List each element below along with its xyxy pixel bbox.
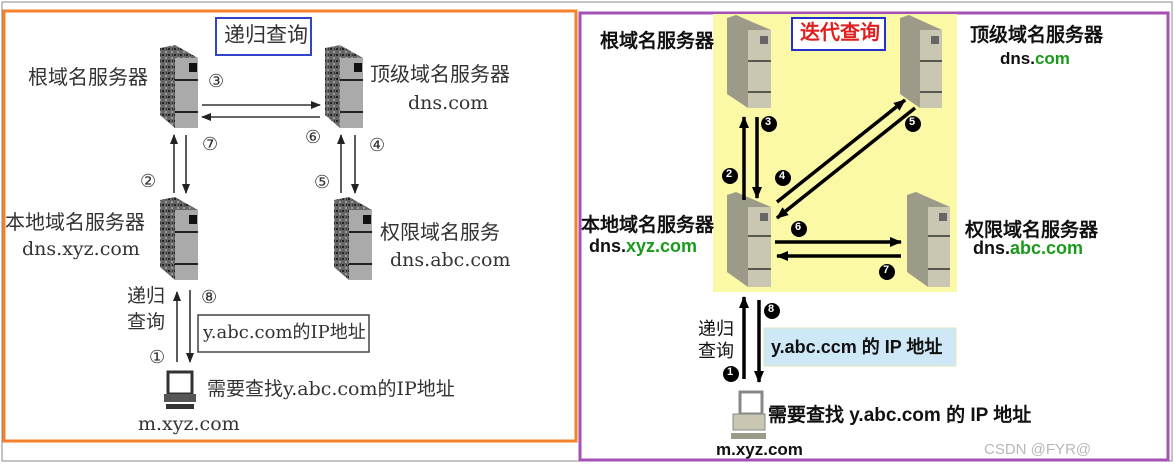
local-server-domain: dns.xyz.com <box>22 238 140 260</box>
step-badges <box>722 116 921 382</box>
iterative-title-box <box>791 17 886 51</box>
client-need-text: 需要查找y.abc.com的IP地址 <box>207 378 455 400</box>
answer-text: y.abc.com的IP地址 <box>203 322 366 343</box>
recursive-panel-border <box>2 9 578 443</box>
step-6-badge: 6 <box>795 221 802 233</box>
auth-server-domain-iterative: dns.abc.com <box>973 239 1083 257</box>
local-server-domain-iterative: dns.xyz.com <box>589 237 697 255</box>
query-type-label-line2: 查询 <box>127 311 166 333</box>
query-type-label-line1-iterative: 递归 <box>698 319 734 339</box>
auth-server-label-iterative: 权限域名服务器 <box>965 220 1099 241</box>
step-8-label: ⑧ <box>201 287 218 308</box>
domain-prefix: dns. <box>1000 49 1035 68</box>
query-type-label-line1: 递归 <box>127 285 166 307</box>
domain-prefix: dns. <box>589 236 627 256</box>
tld-server-icon <box>325 45 363 128</box>
recursive-title-box <box>215 17 312 56</box>
tld-server-label-iterative: 顶级域名服务器 <box>970 25 1104 46</box>
root-server-label: 根域名服务器 <box>28 65 148 89</box>
step-4-badge: 4 <box>779 170 786 182</box>
answer-box <box>197 314 370 353</box>
step-1-badge: 1 <box>727 366 734 378</box>
root-server-label-iterative: 根域名服务器 <box>600 31 715 52</box>
tld-server-label: 顶级域名服务器 <box>370 62 510 86</box>
local-server-icon-iterative <box>727 192 771 287</box>
arrow-step-4-iterative <box>775 98 907 204</box>
step-2-label: ② <box>140 171 157 192</box>
iterative-title: 迭代查询 <box>800 22 880 44</box>
local-server-label: 本地域名服务器 <box>5 210 145 234</box>
step-5-label: ⑤ <box>314 172 331 193</box>
step-3-label: ③ <box>208 71 225 92</box>
answer-box-iterative <box>763 327 957 367</box>
iterative-panel-border <box>578 11 1170 462</box>
step-3-badge: 3 <box>765 116 772 128</box>
client-computer-icon <box>164 370 196 409</box>
client-host: m.xyz.com <box>138 413 240 435</box>
step-7-badge: 7 <box>883 264 890 276</box>
watermark: CSDN @FYR@ <box>984 441 1092 458</box>
auth-server-icon <box>334 197 372 280</box>
tld-server-icon-iterative <box>900 15 942 108</box>
local-server-label-iterative: 本地域名服务器 <box>581 215 715 236</box>
domain-suffix: xyz.com <box>626 236 698 256</box>
client-host-iterative: m.xyz.com <box>716 440 803 459</box>
auth-server-label: 权限域名服务 <box>380 220 500 244</box>
recursive-title: 递归查询 <box>224 23 308 47</box>
auth-server-domain: dns.abc.com <box>390 249 511 271</box>
domain-suffix: com <box>1034 49 1070 68</box>
tld-server-domain-iterative: dns.com <box>1000 50 1070 67</box>
local-server-icon <box>160 197 198 280</box>
query-type-label-line2-iterative: 查询 <box>698 341 734 361</box>
client-computer-icon-iterative <box>731 390 766 439</box>
step-2-badge: 2 <box>726 168 733 180</box>
client-need-text-iterative: 需要查找 y.abc.com 的 IP 地址 <box>768 405 1032 426</box>
step-6-label: ⑥ <box>305 127 322 148</box>
domain-prefix: dns. <box>973 238 1011 258</box>
root-server-icon <box>160 45 198 128</box>
root-server-icon-iterative <box>727 15 771 108</box>
auth-server-icon-iterative <box>907 192 950 287</box>
step-8-badge: 8 <box>768 303 775 315</box>
step-1-label: ① <box>149 347 166 368</box>
domain-suffix: abc.com <box>1010 238 1084 258</box>
step-5-badge: 5 <box>909 116 916 128</box>
tld-server-domain: dns.com <box>408 92 489 114</box>
step-7-label: ⑦ <box>202 134 219 155</box>
arrow-step-5-iterative <box>775 106 917 220</box>
answer-text-iterative: y.abc.ccm 的 IP 地址 <box>771 337 943 357</box>
step-4-label: ④ <box>369 135 386 156</box>
